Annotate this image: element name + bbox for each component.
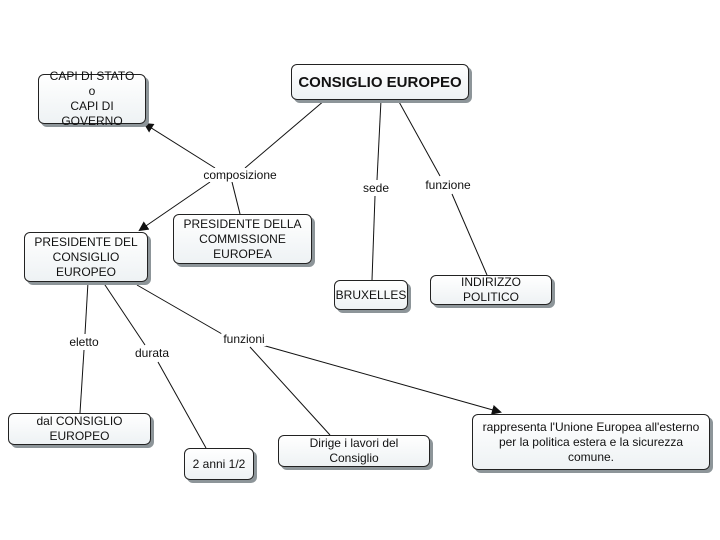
node-consiglio-europeo-label: CONSIGLIO EUROPEO: [298, 73, 462, 91]
node-presidente-commissione[interactable]: PRESIDENTE DELLA COMMISSIONE EUROPEA: [173, 214, 312, 264]
node-dal-consiglio-label: dal CONSIGLIO EUROPEO: [36, 414, 123, 443]
node-due-anni[interactable]: 2 anni 1/2: [184, 448, 254, 480]
node-due-anni-label: 2 anni 1/2: [192, 456, 246, 471]
link-label-funzione: funzione: [423, 178, 473, 192]
node-presidente-commissione-line2: COMMISSIONE EUROPEA: [199, 231, 286, 261]
link-composizione-commissione: [231, 181, 241, 215]
link-consiglio-composizione: [244, 99, 326, 169]
link-presidente-durata: [102, 281, 146, 346]
node-rappresenta-ue[interactable]: rappresenta l'Unione Europea all'esterno…: [472, 414, 710, 470]
link-presidente-eletto: [84, 281, 89, 335]
node-indirizzo-politico-label: INDIRIZZO POLITICO: [461, 275, 521, 304]
node-presidente-consiglio-line2: CONSIGLIO EUROPEO: [52, 249, 120, 279]
node-presidente-commissione-text: PRESIDENTE DELLA COMMISSIONE EUROPEA: [180, 217, 305, 262]
node-bruxelles[interactable]: BRUXELLES: [334, 280, 408, 310]
node-presidente-consiglio-line1: PRESIDENTE DEL: [34, 234, 138, 249]
link-composizione-presidente: [138, 181, 211, 232]
link-sede-bruxelles: [371, 195, 376, 281]
link-consiglio-funzione: [397, 99, 441, 177]
node-capi-text: CAPI DI STATO o CAPI DI GOVERNO: [45, 69, 139, 129]
node-rappresenta-line1: rappresenta l'Unione Europea all'esterno: [482, 419, 700, 434]
node-presidente-consiglio[interactable]: PRESIDENTE DEL CONSIGLIO EUROPEO: [24, 232, 148, 282]
node-dirige-lavori[interactable]: Dirige i lavori del Consiglio: [278, 435, 430, 467]
link-funzioni-dirige: [249, 346, 331, 436]
node-presidente-consiglio-text: PRESIDENTE DEL CONSIGLIO EUROPEO: [31, 235, 141, 280]
link-label-composizione: composizione: [201, 168, 279, 182]
node-bruxelles-label: BRUXELLES: [335, 287, 407, 302]
node-capi-di-stato[interactable]: CAPI DI STATO o CAPI DI GOVERNO: [38, 69, 146, 128]
link-eletto-dal-consiglio: [79, 349, 85, 414]
link-label-sede: sede: [360, 181, 392, 195]
node-capi-line1: CAPI DI STATO o: [49, 69, 135, 98]
link-consiglio-sede: [376, 99, 382, 181]
node-consiglio-europeo[interactable]: CONSIGLIO EUROPEO: [291, 64, 469, 100]
link-label-durata: durata: [132, 346, 172, 360]
link-durata-due-anni: [157, 361, 207, 449]
link-label-funzioni: funzioni: [221, 332, 267, 346]
link-funzione-indirizzo: [451, 193, 488, 276]
node-rappresenta-line2: per la politica estera e la sicurezza co…: [498, 434, 684, 464]
node-indirizzo-politico[interactable]: INDIRIZZO POLITICO: [430, 275, 552, 305]
node-presidente-commissione-line1: PRESIDENTE DELLA: [183, 216, 302, 231]
link-composizione-capi: [143, 122, 216, 169]
link-label-eletto: eletto: [67, 335, 101, 349]
link-funzioni-rappresenta: [261, 344, 502, 415]
node-rappresenta-text: rappresenta l'Unione Europea all'esterno…: [479, 420, 703, 465]
node-capi-line2: CAPI DI GOVERNO: [61, 99, 123, 128]
node-dal-consiglio-europeo[interactable]: dal CONSIGLIO EUROPEO: [8, 413, 151, 445]
link-presidente-funzioni: [136, 284, 223, 335]
node-dirige-label: Dirige i lavori del Consiglio: [309, 436, 399, 465]
